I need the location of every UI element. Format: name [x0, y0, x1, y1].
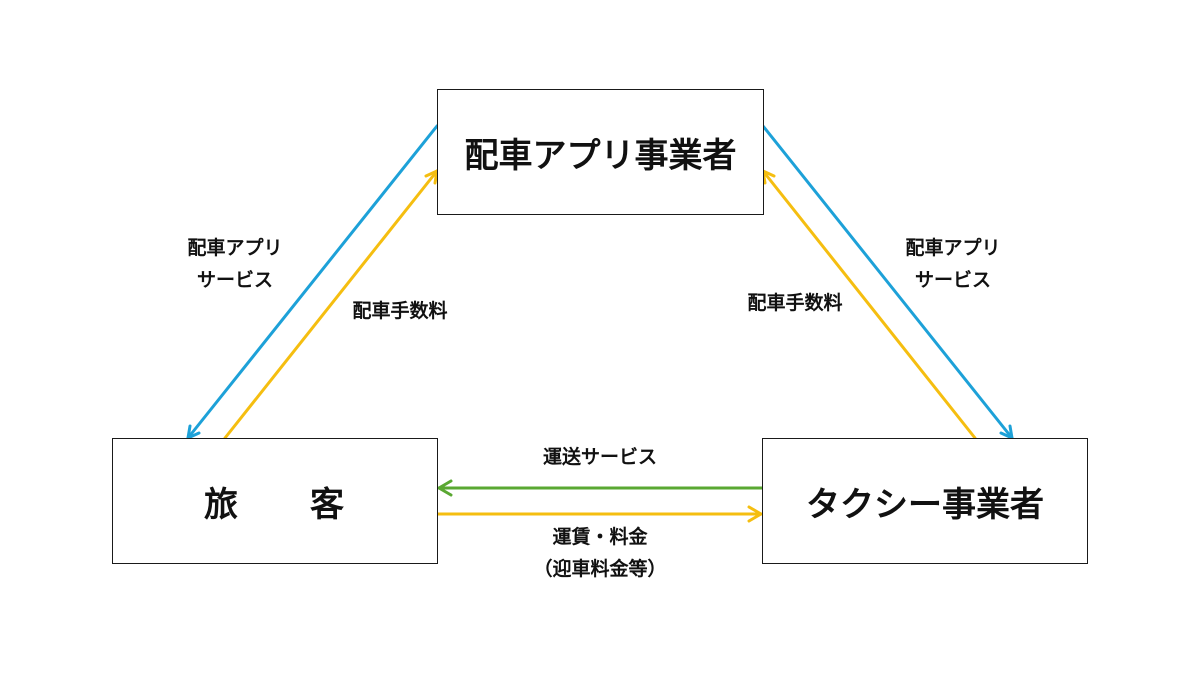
node-passenger-label-part2: 客: [310, 484, 346, 525]
transport-arrow-taxi-to-passenger: [437, 479, 764, 497]
label-transport-service-text: 運送サービス: [542, 446, 657, 468]
label-left-app-service: 配車アプリ サービス: [170, 232, 300, 296]
label-right-app-service-line2: サービス: [914, 269, 991, 291]
label-left-app-service-line2: サービス: [196, 269, 273, 291]
label-right-dispatch-fee-text: 配車手数料: [747, 292, 843, 314]
label-left-app-service-line1: 配車アプリ: [187, 237, 283, 259]
node-app-operator: 配車アプリ事業者: [437, 89, 764, 215]
label-right-app-service-line1: 配車アプリ: [905, 237, 1001, 259]
label-fare-line2: （迎車料金等）: [533, 558, 667, 580]
label-right-dispatch-fee: 配車手数料: [730, 287, 860, 319]
node-passenger-label-part1: 旅: [204, 484, 240, 525]
label-fare-line1: 運賃・料金: [552, 526, 648, 548]
fare-arrow-passenger-to-taxi: [436, 505, 763, 523]
node-taxi-operator-label: タクシー事業者: [806, 484, 1044, 525]
label-fare: 運賃・料金 （迎車料金等）: [500, 521, 700, 585]
node-passenger: 旅 客: [112, 438, 438, 564]
node-app-operator-label: 配車アプリ事業者: [464, 135, 737, 176]
label-left-dispatch-fee: 配車手数料: [335, 295, 465, 327]
label-transport-service: 運送サービス: [510, 441, 690, 473]
label-left-dispatch-fee-text: 配車手数料: [352, 300, 448, 322]
node-taxi-operator: タクシー事業者: [762, 438, 1088, 564]
label-right-app-service: 配車アプリ サービス: [888, 232, 1018, 296]
